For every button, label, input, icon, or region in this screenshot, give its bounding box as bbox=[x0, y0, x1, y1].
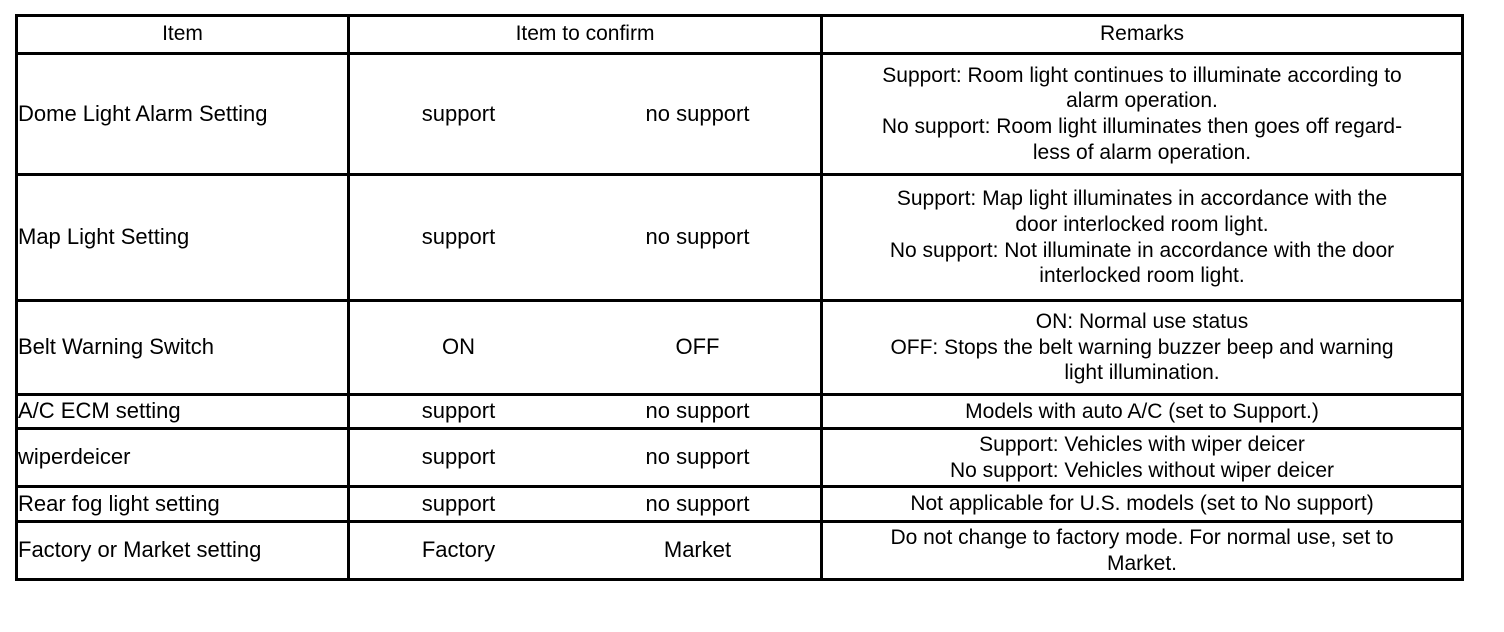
remarks-line: OFF: Stops the belt warning buzzer beep … bbox=[890, 335, 1394, 359]
confirm-option-a[interactable]: support bbox=[421, 490, 496, 516]
remarks-line: ON: Normal use status bbox=[1035, 310, 1249, 334]
table-row: Dome Light Alarm Setting support no supp… bbox=[15, 52, 1464, 176]
row-remarks: Support: Vehicles with wiper deicer No s… bbox=[820, 427, 1464, 488]
row-remarks: ON: Normal use status OFF: Stops the bel… bbox=[820, 299, 1464, 396]
table-row: A/C ECM setting support no support Model… bbox=[15, 393, 1464, 430]
table-row: Map Light Setting support no support Sup… bbox=[15, 173, 1464, 302]
row-item-name: wiperdeicer bbox=[15, 427, 350, 488]
row-remarks: Support: Room light continues to illumin… bbox=[820, 52, 1464, 176]
remarks-line: Support: Vehicles with wiper deicer bbox=[979, 432, 1305, 456]
confirm-option-b[interactable]: no support bbox=[645, 100, 750, 126]
table-header: Item Item to confirm Remarks bbox=[15, 14, 1464, 55]
remarks-line: No support: Vehicles without wiper deice… bbox=[949, 458, 1335, 482]
confirm-option-a[interactable]: support bbox=[421, 444, 496, 470]
row-confirm-options: ON OFF bbox=[347, 299, 823, 396]
confirm-option-a[interactable]: support bbox=[421, 100, 496, 126]
confirm-option-a[interactable]: Factory bbox=[421, 537, 496, 563]
remarks-line: alarm operation. bbox=[1066, 89, 1218, 113]
confirm-option-b[interactable]: Market bbox=[663, 537, 732, 563]
row-remarks: Models with auto A/C (set to Support.) bbox=[820, 393, 1464, 430]
row-confirm-options: support no support bbox=[347, 52, 823, 176]
confirm-option-b[interactable]: no support bbox=[645, 398, 750, 424]
remarks-line: Do not change to factory mode. For norma… bbox=[890, 525, 1394, 549]
remarks-line: less of alarm operation. bbox=[1032, 140, 1252, 164]
confirm-option-a[interactable]: support bbox=[421, 224, 496, 250]
confirm-option-b[interactable]: no support bbox=[645, 444, 750, 470]
column-header-remarks: Remarks bbox=[820, 14, 1464, 55]
table-row: Rear fog light setting support no suppor… bbox=[15, 485, 1464, 523]
remarks-line: light illumination. bbox=[1064, 361, 1220, 385]
row-item-name: Factory or Market setting bbox=[15, 520, 350, 581]
row-item-name: A/C ECM setting bbox=[15, 393, 350, 430]
row-confirm-options: support no support bbox=[347, 427, 823, 488]
remarks-line: No support: Not illuminate in accordance… bbox=[889, 238, 1395, 262]
row-item-name: Rear fog light setting bbox=[15, 485, 350, 523]
confirm-option-a[interactable]: ON bbox=[442, 334, 475, 360]
row-remarks: Support: Map light illuminates in accord… bbox=[820, 173, 1464, 302]
table-row: Belt Warning Switch ON OFF ON: Normal us… bbox=[15, 299, 1464, 396]
remarks-line: No support: Room light illuminates then … bbox=[881, 115, 1403, 138]
row-confirm-options: support no support bbox=[347, 393, 823, 430]
table-body: Dome Light Alarm Setting support no supp… bbox=[15, 52, 1464, 581]
confirm-option-b[interactable]: no support bbox=[645, 490, 750, 516]
row-remarks: Do not change to factory mode. For norma… bbox=[820, 520, 1464, 581]
remarks-line: Not applicable for U.S. models (set to N… bbox=[910, 492, 1374, 516]
vehicle-settings-table: Item Item to confirm Remarks Dome Light … bbox=[15, 14, 1464, 581]
remarks-line: Market. bbox=[1106, 551, 1177, 575]
remarks-line: interlocked room light. bbox=[1039, 264, 1245, 288]
confirm-option-b[interactable]: OFF bbox=[675, 334, 720, 360]
remarks-line: Support: Map light illuminates in accord… bbox=[896, 187, 1388, 211]
remarks-line: door interlocked room light. bbox=[1015, 212, 1269, 236]
row-item-name: Map Light Setting bbox=[15, 173, 350, 302]
remarks-line: Models with auto A/C (set to Support.) bbox=[965, 399, 1319, 423]
confirm-option-a[interactable]: support bbox=[421, 398, 496, 424]
row-confirm-options: support no support bbox=[347, 485, 823, 523]
row-item-name: Dome Light Alarm Setting bbox=[15, 52, 350, 176]
table-header-row: Item Item to confirm Remarks bbox=[15, 14, 1464, 55]
table-row: wiperdeicer support no support Support: … bbox=[15, 427, 1464, 488]
row-remarks: Not applicable for U.S. models (set to N… bbox=[820, 485, 1464, 523]
column-header-item-to-confirm: Item to confirm bbox=[347, 14, 823, 55]
row-confirm-options: Factory Market bbox=[347, 520, 823, 581]
confirm-option-b[interactable]: no support bbox=[645, 224, 750, 250]
row-item-name: Belt Warning Switch bbox=[15, 299, 350, 396]
remarks-line: Support: Room light continues to illumin… bbox=[882, 63, 1402, 87]
table-row: Factory or Market setting Factory Market… bbox=[15, 520, 1464, 581]
row-confirm-options: support no support bbox=[347, 173, 823, 302]
column-header-item: Item bbox=[15, 14, 350, 55]
